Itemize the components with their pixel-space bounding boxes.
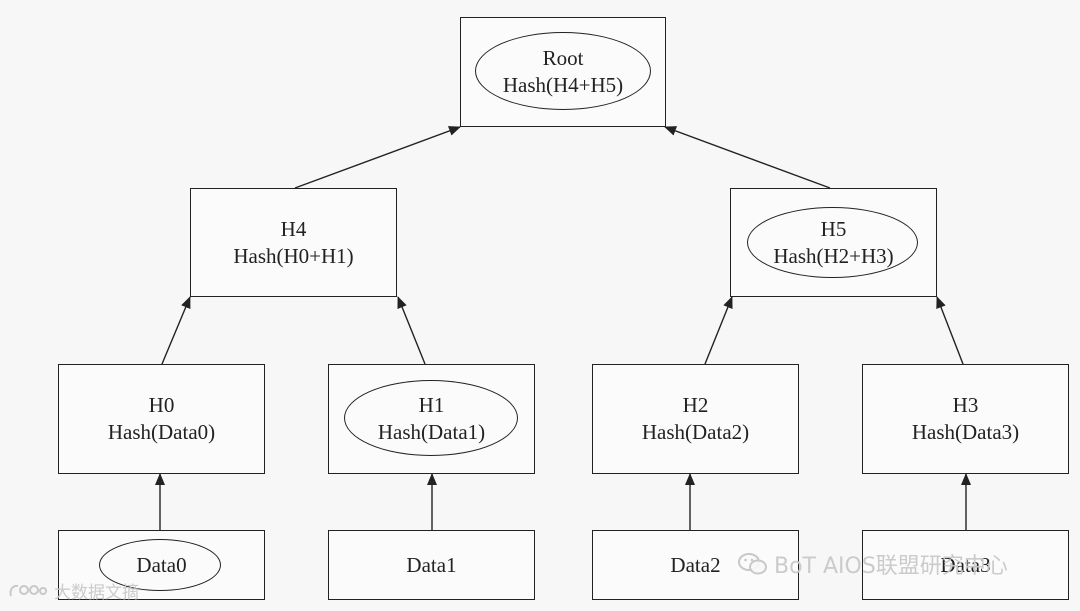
h0-subtitle: Hash(Data0) — [107, 420, 216, 444]
h1-node: H1 Hash(Data1) — [328, 364, 535, 474]
h3-subtitle: Hash(Data3) — [911, 420, 1020, 444]
h1-title: H1 — [418, 393, 445, 417]
h5-node: H5 Hash(H2+H3) — [730, 188, 937, 297]
h5-subtitle: Hash(H2+H3) — [773, 243, 894, 268]
h1-subtitle: Hash(Data1) — [377, 420, 486, 444]
root-highlight-ellipse — [475, 32, 651, 110]
root-node: Root Hash(H4+H5) — [460, 17, 666, 127]
h4-node: H4 Hash(H0+H1) — [190, 188, 397, 297]
data0-highlight-ellipse — [99, 539, 221, 591]
h3-node: H3 Hash(Data3) — [862, 364, 1069, 474]
h5-label: H5 Hash(H2+H3) — [731, 189, 936, 296]
h0-title: H0 — [148, 393, 175, 417]
watermark-right-text: BoT AIOS联盟研究中心 — [774, 554, 1008, 579]
data1-label: Data1 — [329, 531, 534, 599]
wechat-icon — [738, 552, 768, 576]
root-subtitle: Hash(H4+H5) — [502, 73, 624, 97]
watermark-left-text: 大数据文摘 — [54, 583, 139, 603]
edge-h2-to-h5 — [704, 296, 733, 365]
data2-label: Data2 — [593, 531, 798, 599]
watermark-left: 大数据文摘 — [8, 578, 139, 603]
h4-label: H4 Hash(H0+H1) — [191, 189, 396, 296]
root-label: Root Hash(H4+H5) — [461, 18, 665, 126]
data3-node: Data3 — [862, 530, 1069, 600]
edge-h4-to-root — [294, 126, 461, 189]
h1-label: H1 Hash(Data1) — [329, 365, 534, 473]
data2-title: Data2 — [670, 552, 721, 577]
h3-label: H3 Hash(Data3) — [863, 365, 1068, 473]
h2-subtitle: Hash(Data2) — [641, 420, 750, 444]
h0-node: H0 Hash(Data0) — [58, 364, 265, 474]
data3-label: Data3 — [863, 531, 1068, 599]
root-title: Root — [542, 46, 584, 70]
data0-title: Data0 — [136, 552, 187, 577]
h5-highlight-ellipse — [747, 207, 918, 278]
h3-title: H3 — [952, 393, 979, 417]
h2-label: H2 Hash(Data2) — [593, 365, 798, 473]
edge-h3-to-h5 — [936, 296, 964, 365]
h1-highlight-ellipse — [344, 380, 518, 456]
edge-h0-to-h4 — [161, 296, 191, 365]
data0-label: Data0 — [59, 531, 264, 599]
logo-icon — [8, 582, 48, 600]
h0-label: H0 Hash(Data0) — [59, 365, 264, 473]
watermark-right: BoT AIOS联盟研究中心 — [738, 548, 1008, 580]
h4-subtitle: Hash(H0+H1) — [233, 243, 354, 268]
data1-node: Data1 — [328, 530, 535, 600]
edge-h1-to-h4 — [397, 296, 426, 365]
h2-node: H2 Hash(Data2) — [592, 364, 799, 474]
edge-h5-to-root — [664, 126, 831, 189]
h5-title: H5 — [820, 216, 847, 241]
h4-title: H4 — [280, 216, 307, 241]
h2-title: H2 — [682, 393, 709, 417]
data1-title: Data1 — [406, 552, 457, 577]
data3-title: Data3 — [940, 552, 991, 577]
data0-node: Data0 — [58, 530, 265, 600]
